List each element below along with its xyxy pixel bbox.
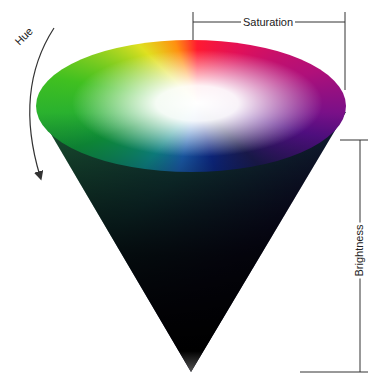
bracket-tick [340, 140, 368, 141]
bracket-tick [193, 12, 194, 40]
hue-label: Hue [11, 23, 37, 49]
bracket-tick [345, 12, 346, 90]
saturation-label: Saturation [241, 16, 295, 29]
bracket-tick [300, 372, 368, 373]
brightness-label: Brightness [353, 222, 366, 278]
hue-disc [36, 40, 346, 172]
